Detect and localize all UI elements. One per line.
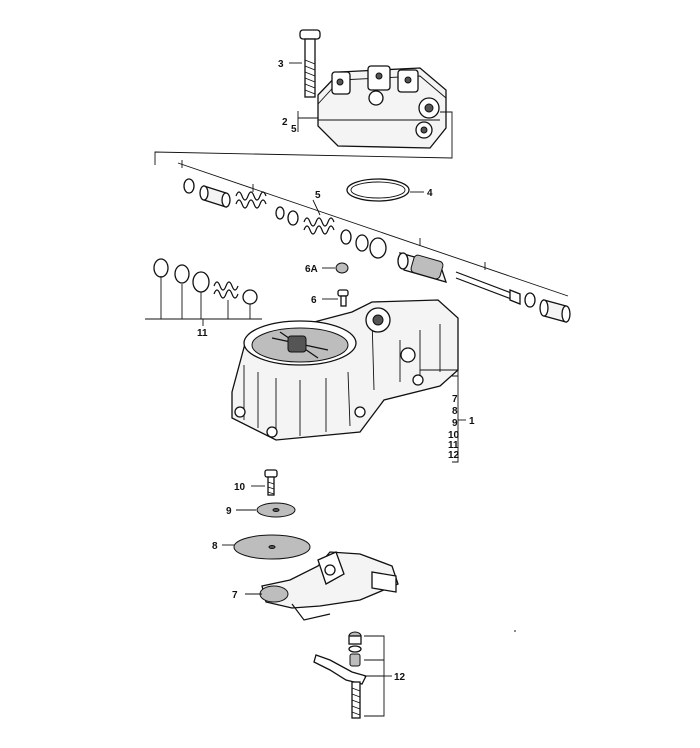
screw-part-10: [264, 469, 278, 496]
callout-4: 4: [427, 188, 433, 199]
washer-part-9: [256, 502, 296, 518]
large-o-ring-inner: [350, 181, 406, 199]
o-ring-small-1: [183, 178, 195, 194]
sleeve-piece: [199, 185, 231, 208]
callout-6: 6: [311, 295, 317, 306]
bracket-cover-to-parts: [154, 111, 453, 165]
large-o-ring-part-4: [346, 178, 410, 202]
washer-small-1: [275, 206, 285, 220]
spring-1: [235, 191, 267, 209]
o-ring-small-2: [355, 234, 369, 252]
screw-part-6: [337, 289, 349, 307]
callout-10: 10: [234, 482, 246, 493]
carburetor-main-body: [231, 299, 459, 441]
washer-small-4: [524, 292, 536, 308]
bracket-12: [364, 635, 385, 717]
callout-11-body: 11: [448, 440, 459, 451]
part-12-group: [313, 631, 367, 719]
callout-12-body: 12: [448, 450, 460, 461]
plug-screw: [539, 299, 571, 323]
callout-7-body: 7: [452, 394, 458, 405]
scan-speck: [514, 630, 516, 632]
valve-body: [397, 252, 448, 283]
callout-11-top: 11: [197, 328, 208, 339]
callout-3: 3: [278, 59, 284, 70]
bracket-main-body: [420, 369, 459, 463]
callout-8-body: 8: [452, 406, 458, 417]
leader-2: [297, 111, 318, 132]
callout-1: 1: [469, 416, 475, 427]
parts-axis-line: [177, 162, 569, 297]
lever-assembly-part-7: [259, 551, 399, 621]
callout-7: 7: [232, 590, 238, 601]
disc-part-8: [233, 534, 311, 560]
axis-ticks: [181, 160, 486, 270]
part-11-group: [153, 258, 258, 305]
needle-valve: [455, 271, 521, 305]
washer-small-3: [340, 229, 352, 245]
callout-9-body: 9: [452, 418, 458, 429]
cover-housing-part-2: [317, 65, 447, 149]
callout-8: 8: [212, 541, 218, 552]
o-ring-medium: [369, 237, 387, 259]
bolt-part-3: [299, 29, 321, 98]
callout-10-body: 10: [448, 430, 460, 441]
nut-part-6a: [335, 262, 349, 274]
callout-5-parts: 5: [315, 190, 321, 201]
callout-12: 12: [394, 672, 406, 683]
callout-5-cover: 5: [291, 124, 297, 135]
callout-9: 9: [226, 506, 232, 517]
leader-5: [312, 199, 321, 216]
washer-small-2: [287, 210, 299, 226]
callout-2: 2: [282, 117, 288, 128]
callout-6a: 6A: [305, 264, 318, 275]
spring-2: [303, 217, 335, 235]
bracket-11: [145, 276, 262, 326]
